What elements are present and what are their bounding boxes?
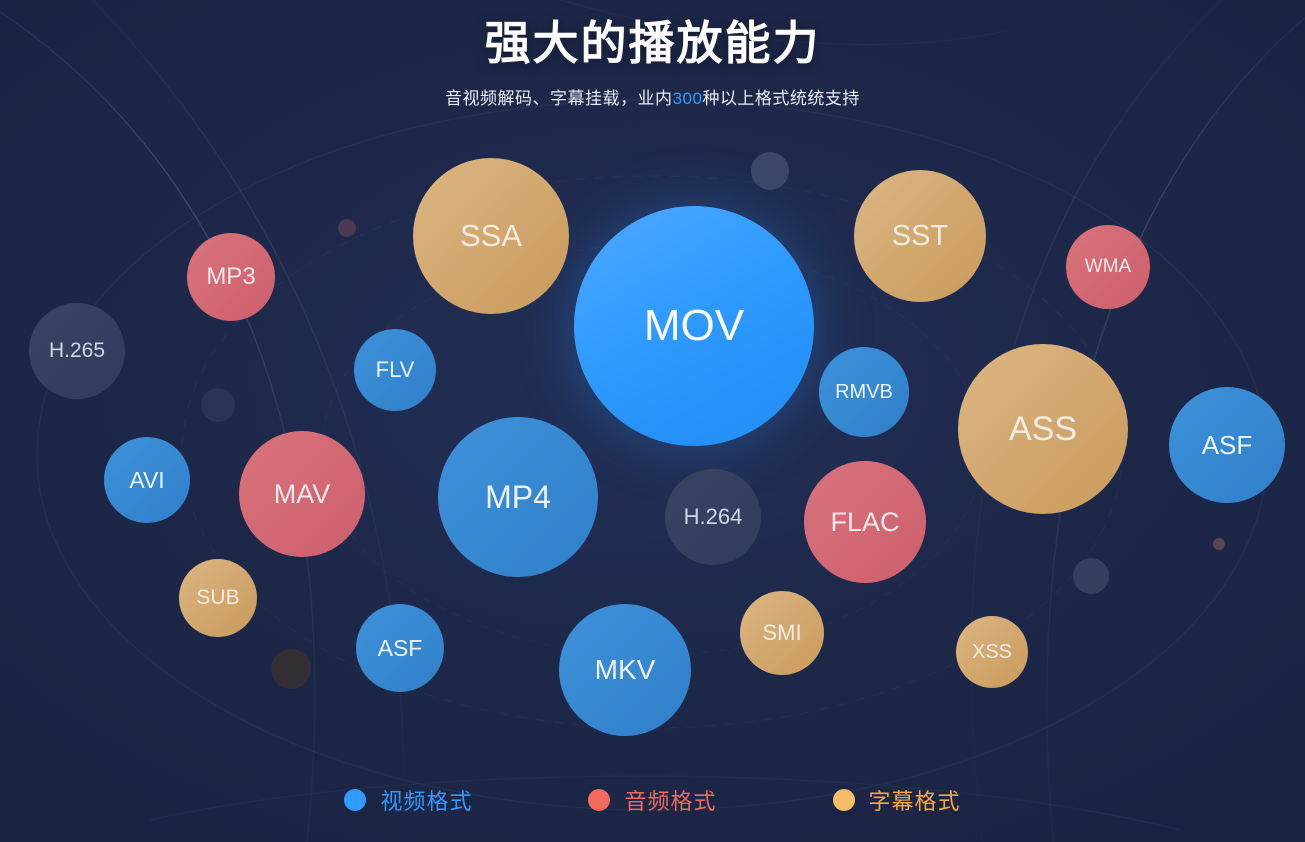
legend-label: 视频格式: [380, 789, 473, 814]
format-bubble-mp4[interactable]: MP4: [438, 417, 598, 577]
decorative-dot: [751, 152, 789, 190]
format-bubble-asf[interactable]: ASF: [356, 604, 444, 692]
format-bubble-smi[interactable]: SMI: [740, 591, 824, 675]
format-bubble-mov[interactable]: MOV: [574, 206, 814, 446]
subtitle-highlight-count: 300: [672, 89, 703, 109]
subtitle-text-after: 种以上格式统统支持: [702, 89, 860, 109]
format-bubble-wma[interactable]: WMA: [1066, 225, 1150, 309]
legend-item[interactable]: 视频格式: [344, 784, 472, 816]
format-bubble-xss[interactable]: XSS: [956, 616, 1028, 688]
subtitle-text-before: 音视频解码、字幕挂载，业内: [445, 89, 673, 109]
legend-color-dot: [344, 789, 367, 811]
format-bubble-sst[interactable]: SST: [854, 170, 986, 302]
legend-item[interactable]: 字幕格式: [832, 784, 961, 816]
format-bubble-asf[interactable]: ASF: [1169, 387, 1285, 503]
format-bubble-flac[interactable]: FLAC: [804, 461, 926, 583]
decorative-dot: [271, 649, 311, 689]
format-bubble-sub[interactable]: SUB: [179, 559, 257, 637]
format-bubble-ass[interactable]: ASS: [958, 344, 1128, 514]
legend-item[interactable]: 音频格式: [588, 784, 716, 816]
legend-label: 音频格式: [624, 789, 717, 814]
format-bubble-mkv[interactable]: MKV: [559, 604, 691, 736]
format-bubble-flv[interactable]: FLV: [354, 329, 436, 411]
format-bubble-mp3[interactable]: MP3: [187, 233, 275, 321]
decorative-dot: [338, 219, 356, 237]
format-bubble-h265[interactable]: H.265: [29, 303, 125, 399]
decorative-dot: [201, 388, 235, 422]
decorative-dot: [1073, 558, 1109, 594]
legend-color-dot: [832, 789, 855, 811]
chart-legend: 视频格式 音频格式 字幕格式: [0, 784, 1305, 816]
decorative-dot: [1213, 538, 1225, 550]
format-bubble-rmvb[interactable]: RMVB: [819, 347, 909, 437]
format-bubble-avi[interactable]: AVI: [104, 437, 190, 523]
format-bubble-h264[interactable]: H.264: [665, 469, 761, 565]
legend-label: 字幕格式: [868, 789, 961, 814]
format-bubble-ssa[interactable]: SSA: [413, 158, 569, 314]
page-header: 强大的播放能力 音视频解码、字幕挂载，业内300种以上格式统统支持: [0, 0, 1305, 109]
page-subtitle: 音视频解码、字幕挂载，业内300种以上格式统统支持: [0, 84, 1305, 109]
format-bubble-mav[interactable]: MAV: [239, 431, 365, 557]
page-title: 强大的播放能力: [484, 17, 821, 69]
legend-color-dot: [588, 789, 611, 811]
